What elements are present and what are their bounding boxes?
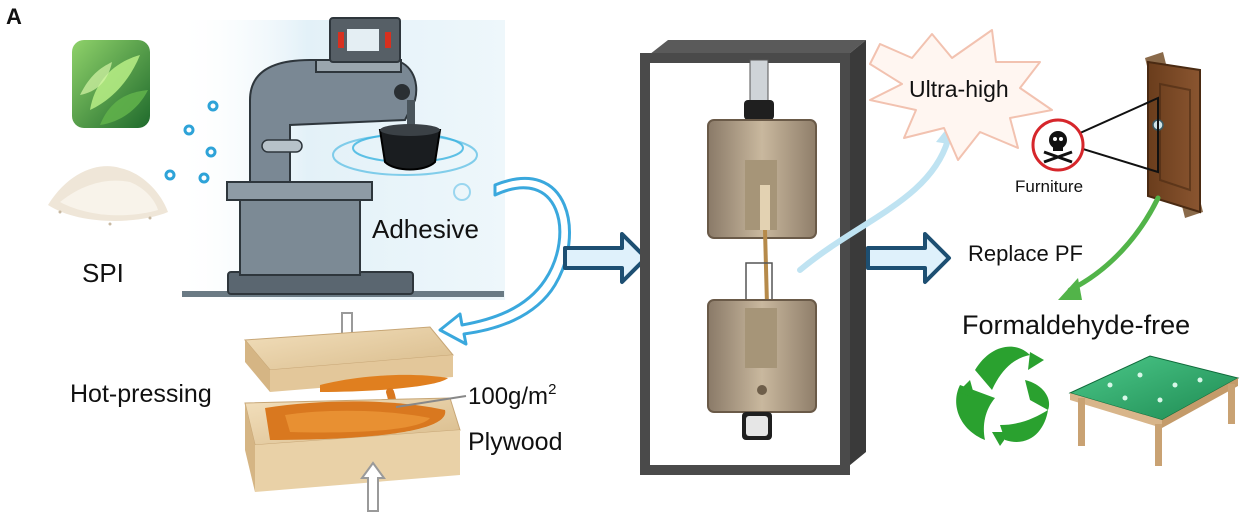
- main-arrow-1: [563, 232, 648, 284]
- dose-value: 100g/m: [468, 383, 549, 410]
- dose-leader-line: [395, 395, 467, 408]
- powder-icon: [48, 166, 168, 226]
- replace-pf-label: Replace PF: [968, 241, 1083, 266]
- adhesive-label: Adhesive: [372, 214, 479, 244]
- recycle-icon: [956, 346, 1050, 446]
- tensile-tester-icon: [640, 40, 866, 475]
- dose-label: 100g/m2: [468, 381, 557, 411]
- mixer-machine-icon: [182, 17, 504, 297]
- skull-icon: [1031, 118, 1085, 172]
- explosion-icon: [869, 29, 1053, 161]
- plywood-label: Plywood: [468, 428, 563, 456]
- furniture-label: Furniture: [1015, 177, 1084, 196]
- ultra-high-label: Ultra-high: [909, 76, 1009, 102]
- table-icon: [1068, 355, 1240, 466]
- hot-pressing-label: Hot-pressing: [70, 380, 212, 408]
- main-arrow-2: [866, 232, 951, 284]
- green-arrow: [1067, 195, 1161, 293]
- ultra-high-arrow: [797, 137, 951, 273]
- panel-letter: A: [6, 4, 22, 29]
- bubbles-icon: [164, 100, 219, 184]
- zoom-callout: [1057, 96, 1159, 174]
- green-arrow-head: [1058, 278, 1082, 300]
- plywood-icon: [243, 312, 461, 512]
- wood-door-icon: [1145, 52, 1203, 218]
- spi-label: SPI: [82, 258, 124, 288]
- dose-exponent: 2: [548, 381, 557, 398]
- formaldehyde-free-label: Formaldehyde-free: [962, 310, 1191, 340]
- flow-arrow-to-plywood: [438, 177, 571, 346]
- leaf-icon: [72, 40, 150, 128]
